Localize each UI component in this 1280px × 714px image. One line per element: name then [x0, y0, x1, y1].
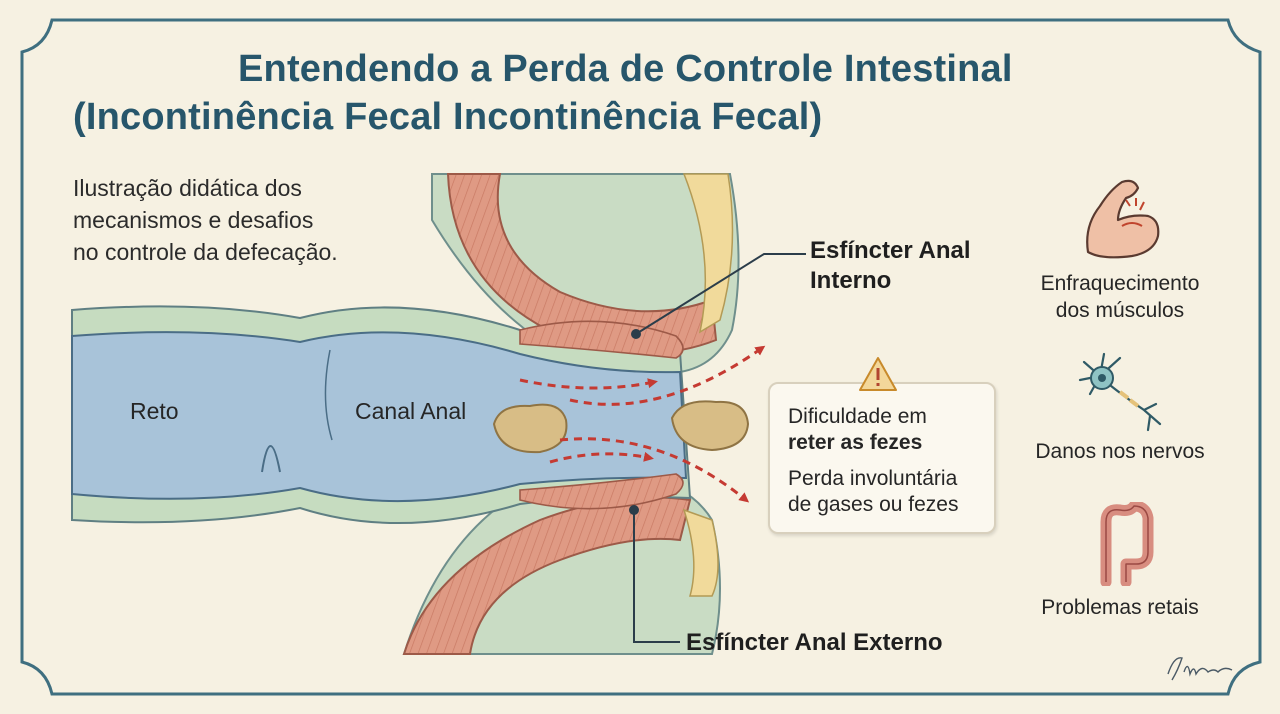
flow-arrow [569, 345, 766, 406]
callout-line-bold: reter as fezes [788, 431, 923, 454]
flow-arrow [549, 451, 654, 464]
rectal-fold [261, 445, 281, 473]
label-reto: Reto [130, 398, 179, 424]
page-title-line2: (Incontinência Fecal Incontinência Fecal… [73, 96, 823, 138]
cause-label: dos músculos [1055, 299, 1185, 322]
flow-arrow [559, 437, 750, 503]
neuron-icon [1078, 352, 1162, 432]
warning-icon [859, 357, 897, 391]
leader-line-external [633, 510, 680, 643]
leader-line-internal [635, 253, 806, 335]
page-title: Entendendo a Perda de Controle Intestina… [238, 48, 1013, 90]
label-internal-line2: Interno [810, 267, 892, 294]
rectal-lumen [71, 331, 688, 503]
colon-icon [1100, 502, 1154, 586]
callout-line: Dificuldade em [788, 405, 927, 428]
stool-inside [492, 403, 568, 454]
lower-muscle-layer [402, 496, 692, 655]
cause-muscles: Enfraquecimento dos músculos [1000, 270, 1240, 324]
subtitle-line: mecanismos e desafios [73, 207, 314, 233]
cause-label: Enfraquecimento [1040, 272, 1200, 295]
callout-line: Perda involuntária [788, 467, 958, 490]
callout-box: Dificuldade em reter as fezes Perda invo… [768, 357, 996, 534]
cause-nerves: Danos nos nervos [1035, 440, 1205, 463]
subtitle-line: no controle da defecação. [73, 239, 338, 265]
subtitle-line: Ilustração didática dos [73, 175, 302, 201]
cause-rectal: Problemas retais [1041, 596, 1199, 619]
leader-dot [631, 329, 641, 339]
flexed-arm-icon [1086, 179, 1160, 259]
label-external-sphincter: Esfíncter Anal Externo [686, 629, 943, 656]
callout-panel [768, 382, 996, 534]
leader-dot [629, 505, 639, 515]
rectal-fold-line [324, 349, 333, 441]
flow-arrow [519, 378, 658, 390]
upper-fat-layer [682, 173, 734, 334]
subtitle: Ilustração didática dos mecanismos e des… [73, 172, 403, 268]
label-internal-line1: Esfíncter Anal [810, 237, 971, 264]
label-internal-sphincter: Esfíncter Anal Interno [810, 236, 971, 296]
internal-sphincter-lower [519, 473, 684, 510]
stool-outside [670, 400, 750, 452]
callout-line: de gases ou fezes [788, 493, 959, 516]
upper-muscle-layer [446, 173, 718, 354]
label-canal-anal: Canal Anal [355, 398, 467, 424]
artist-signature [1167, 657, 1233, 681]
lower-fat-layer [682, 508, 719, 597]
